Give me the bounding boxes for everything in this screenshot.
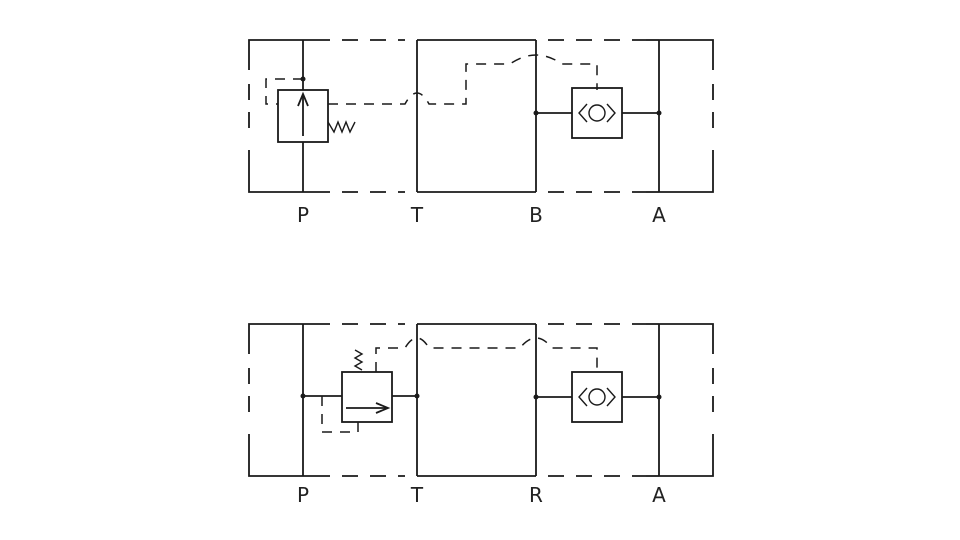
- right-body-bottom: [659, 150, 714, 193]
- relief-valve-body: [277, 89, 329, 143]
- pilot-line-loop: [265, 78, 303, 105]
- port-label-p: P: [297, 483, 309, 507]
- check-seat-right: [606, 103, 616, 123]
- valve-module-bottom: P T R A: [248, 323, 714, 507]
- relief-valve-arrow-head: [297, 91, 309, 107]
- reducing-valve-body: [341, 371, 393, 423]
- check-seat-left: [578, 387, 588, 407]
- junction-dot: [300, 393, 306, 399]
- pilot-line-main: [375, 337, 598, 372]
- left-body-top: [248, 323, 303, 354]
- left-body-bottom: [248, 434, 303, 477]
- junction-dot: [414, 393, 420, 399]
- right-body-top: [659, 323, 714, 354]
- check-seat-left: [578, 103, 588, 123]
- check-ball-icon: [588, 388, 606, 406]
- reducing-valve-arrow-head: [375, 402, 391, 414]
- right-body-bottom: [659, 434, 714, 477]
- check-ball-icon: [588, 104, 606, 122]
- port-label-a: A: [652, 203, 666, 227]
- valve-module-top: P T B A: [248, 39, 714, 227]
- spring-icon: [353, 349, 364, 371]
- left-body-top: [248, 39, 303, 70]
- port-label-t: T: [410, 203, 424, 227]
- left-body-bottom: [248, 150, 303, 193]
- port-label-a: A: [652, 483, 666, 507]
- port-label-t: T: [410, 483, 424, 507]
- junction-dot: [533, 394, 539, 400]
- right-body-top: [659, 39, 714, 70]
- junction-dot: [656, 110, 662, 116]
- pilot-line-main: [328, 54, 598, 105]
- port-label-p: P: [297, 203, 309, 227]
- junction-dot: [656, 394, 662, 400]
- spring-icon: [327, 120, 356, 134]
- junction-dot: [533, 110, 539, 116]
- pilot-line-loop: [321, 396, 359, 433]
- port-label-b: B: [529, 203, 543, 227]
- check-seat-right: [606, 387, 616, 407]
- port-label-r: R: [529, 483, 543, 507]
